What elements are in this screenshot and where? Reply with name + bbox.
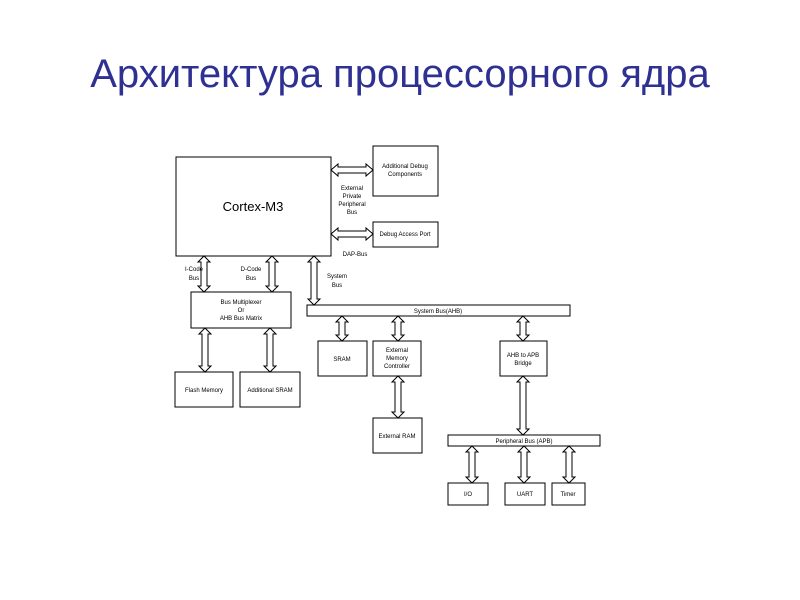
dap-arrow xyxy=(330,226,374,242)
debug-access-port-label: Debug Access Port xyxy=(379,232,430,238)
dcode-line-2: Bus xyxy=(246,276,256,282)
system-bus-line-1: System xyxy=(327,274,347,280)
icode-line-2: Bus xyxy=(189,276,199,282)
emc-line-2: Memory xyxy=(386,356,408,362)
slide-title: Архитектура процессорного ядра xyxy=(90,52,710,96)
emc-arrow xyxy=(390,315,406,342)
timer-label: Timer xyxy=(560,492,575,498)
additional-sram-label: Additional SRAM xyxy=(247,388,292,394)
apb-bus-label: Peripheral Bus (APB) xyxy=(495,439,552,445)
system-bus-arrow xyxy=(306,255,322,306)
emc-line-1: External xyxy=(386,348,408,354)
icode-arrow xyxy=(196,255,212,293)
bus-matrix-line-1: Bus Multiplexer xyxy=(220,300,261,306)
bus-matrix-line-3: AHB Bus Matrix xyxy=(220,316,262,322)
ppb-line-4: Bus xyxy=(347,210,357,216)
io-label: I/O xyxy=(464,492,472,498)
dcode-arrow xyxy=(264,255,280,293)
ppb-line-3: Peripheral xyxy=(338,202,365,208)
timer-arrow xyxy=(561,445,577,484)
apb-bridge-line-2: Bridge xyxy=(514,361,532,367)
external-ram-arrow xyxy=(390,375,406,419)
debug-components-line-2: Components xyxy=(388,172,422,178)
apb-bridge-bus-arrow xyxy=(515,375,531,436)
dap-bus-label: DAP-Bus xyxy=(343,252,368,258)
external-ram-box xyxy=(372,417,423,454)
cortex-m3-label: Cortex-M3 xyxy=(223,199,284,214)
cortex-m3-box xyxy=(175,156,332,257)
ppb-line-1: External xyxy=(341,186,363,192)
uart-label: UART xyxy=(517,492,534,498)
external-ram-label: External RAM xyxy=(378,434,415,440)
ppb-arrow xyxy=(330,162,374,178)
bus-matrix-line-2: Or xyxy=(238,308,245,314)
additional-sram-arrow xyxy=(262,327,278,373)
debug-components-box xyxy=(372,145,439,197)
flash-memory-box xyxy=(174,371,234,408)
debug-access-port-box xyxy=(372,221,439,248)
io-arrow xyxy=(464,445,480,484)
flash-arrow xyxy=(197,327,213,373)
bus-matrix-box xyxy=(190,291,292,329)
system-bus-line-2: Bus xyxy=(332,283,342,289)
emc-line-3: Controller xyxy=(384,364,410,370)
ahb-bus-label: System Bus(AHB) xyxy=(414,309,462,315)
dcode-line-1: D-Code xyxy=(241,267,262,273)
ppb-line-2: Private xyxy=(343,194,362,200)
uart-box xyxy=(504,482,546,506)
apb-bridge-line-1: AHB to APB xyxy=(507,353,539,359)
sram-arrow xyxy=(334,315,350,342)
bridge-arrow xyxy=(515,315,531,342)
system-bus-ahb xyxy=(306,304,571,317)
io-box xyxy=(447,482,489,506)
flash-memory-label: Flash Memory xyxy=(185,388,223,394)
icode-line-1: I-Code xyxy=(185,267,204,273)
sram-label: SRAM xyxy=(333,357,350,363)
uart-arrow xyxy=(516,445,532,484)
external-memory-controller-box xyxy=(372,340,422,377)
debug-components-line-1: Additional Debug xyxy=(382,164,428,170)
